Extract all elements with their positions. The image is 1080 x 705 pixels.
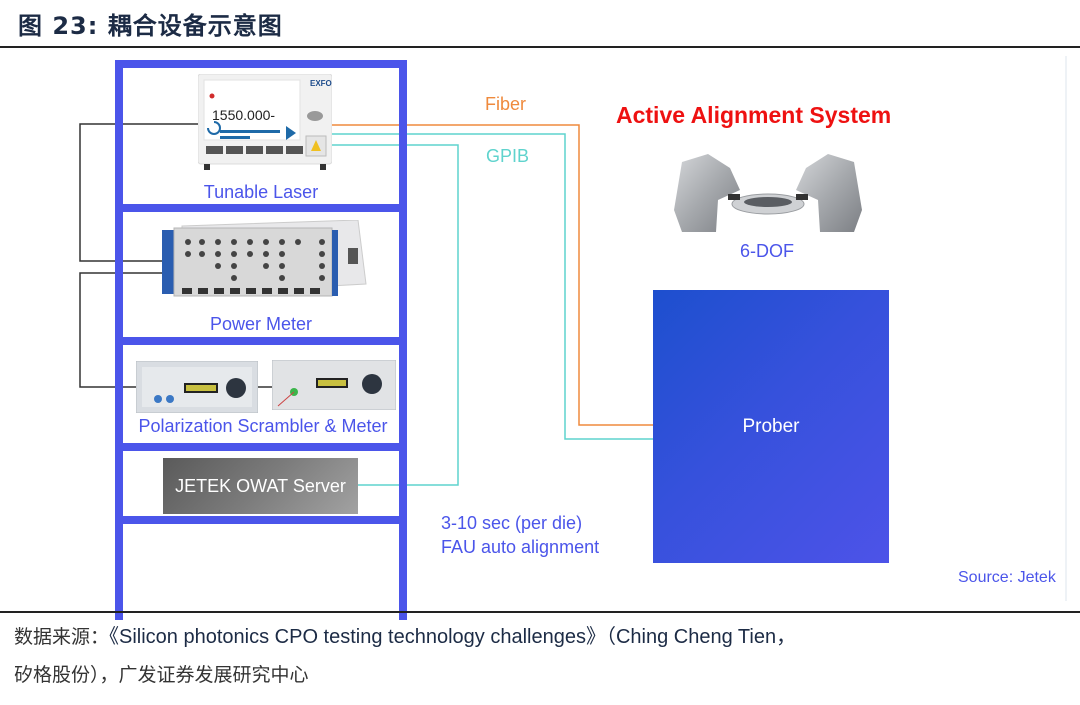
gpib-label: GPIB [486,146,530,166]
rack-shelf-2 [115,337,407,345]
rack-shelf-1 [115,204,407,212]
coupling-equipment-diagram: 1550.000- EXFO Tunable Laser [0,48,1080,620]
laser-display-value: 1550.000- [212,107,275,123]
fiber-label: Fiber [485,94,527,114]
bottom-rule [0,611,1080,613]
data-source-note: 数据来源：《Silicon photonics CPO testing tech… [14,618,1074,694]
six-dof-stage-image [674,154,862,232]
active-alignment-system-title: Active Alignment System [616,102,892,128]
laser-brand: EXFO [310,79,332,88]
prober-label: Prober [742,415,800,437]
fiber-line [328,124,653,426]
gpib-line-prober [328,133,653,440]
gpib-line-server [328,144,459,486]
top-rule [0,46,1080,48]
image-source-label: Source: Jetek [958,569,1056,586]
figure-title: 图 23: 耦合设备示意图 [18,12,283,40]
source-prefix: 数据来源： [14,626,110,648]
polarization-meter-device [272,360,396,410]
image-right-edge [1065,56,1067,601]
power-meter-device [162,220,367,297]
source-text: 《Silicon photonics CPO testing technolog… [109,626,797,648]
tunable-laser-device: 1550.000- EXFO [198,74,332,170]
polarization-label: Polarization Scrambler & Meter [138,416,388,436]
polarization-scrambler-device [136,361,258,413]
note-line-2: FAU auto alignment [441,537,600,557]
six-dof-label: 6-DOF [740,241,794,261]
note-line-1: 3-10 sec (per die) [441,513,583,533]
prober: Prober [653,290,889,563]
source-line-2: 矽格股份），广发证券发展研究中心 [14,664,309,686]
rack-shelf-3 [115,443,407,451]
alignment-time-note: 3-10 sec (per die) FAU auto alignment [441,511,599,559]
jetek-owat-server: JETEK OWAT Server [163,458,358,514]
source-line-1: 数据来源：《Silicon photonics CPO testing tech… [14,618,1074,656]
power-meter-label: Power Meter [209,314,313,334]
rack-shelf-4 [115,516,407,524]
tunable-laser-label: Tunable Laser [203,182,319,202]
